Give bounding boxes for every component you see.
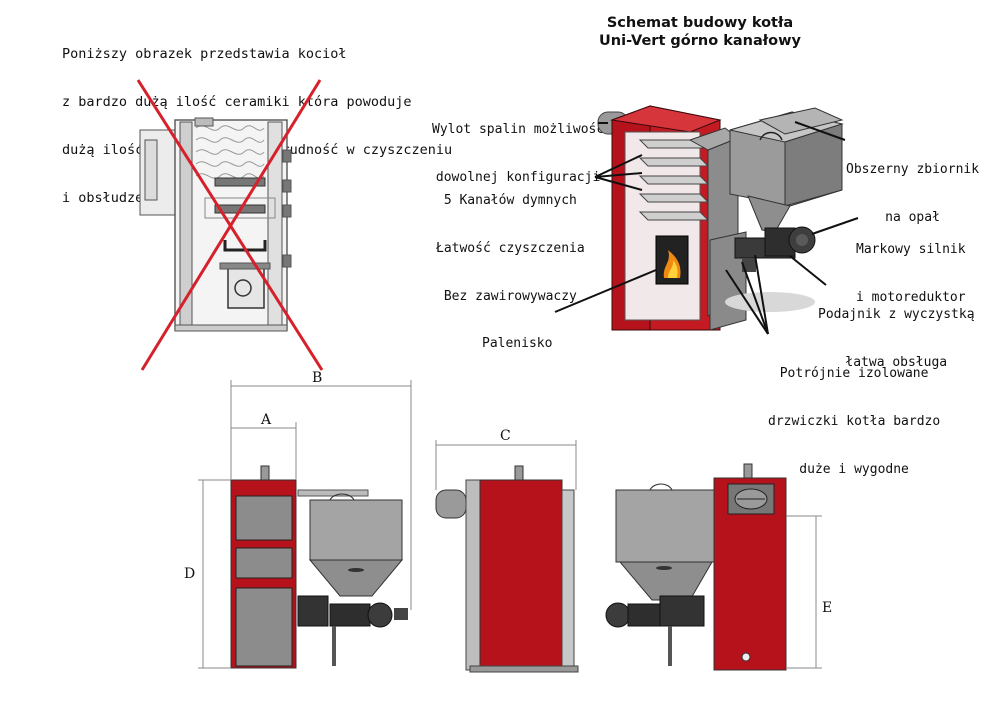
callout-feeder: Podajnik z wyczystką łatwa obsługa — [818, 275, 975, 387]
callout-line: Podajnik z wyczystką — [818, 307, 975, 322]
rear-fuel-tank — [615, 489, 715, 563]
side-exhaust — [435, 489, 467, 519]
callout-exhaust: Wylot spalin możliwość dowolnej konfigur… — [432, 90, 604, 202]
callout-line: Obszerny zbiornik — [846, 162, 980, 177]
intro-line: i obsłudze — [62, 190, 144, 206]
dimension-lines — [198, 380, 822, 669]
cutaway-boiler-3d — [597, 105, 844, 331]
diagram-title: Schemat budowy kotła Uni-Vert górno kana… — [560, 14, 840, 50]
callout-line: duże i wygodne — [799, 462, 909, 477]
callout-lines — [554, 121, 859, 335]
callout-line: na opał — [885, 210, 940, 225]
dimension-b-label: B — [312, 370, 323, 386]
old-boiler-drawing — [139, 117, 292, 332]
title-line-1: Schemat budowy kotła — [606, 15, 794, 31]
callout-motor: Markowy silnik i motoreduktor — [856, 210, 966, 322]
side-view — [435, 465, 579, 673]
dimension-c-label: C — [500, 428, 511, 444]
dimension-e-label: E — [822, 600, 833, 616]
callout-line: Potrójnie izolowane — [779, 366, 929, 381]
callout-firebox: Palenisko — [482, 304, 552, 368]
front-fuel-tank — [309, 499, 403, 561]
intro-line: Poniższy obrazek przedstawia kocioł — [62, 46, 347, 62]
callout-line: dowolnej konfiguracji — [435, 170, 601, 185]
front-view — [230, 465, 408, 669]
callout-channels: 5 Kanałów dymnych Łatwość czyszczenia Be… — [436, 161, 585, 321]
callout-line: Palenisko — [482, 336, 553, 351]
callout-line: 5 Kanałów dymnych — [443, 193, 577, 208]
side-boiler-body — [479, 479, 563, 671]
callout-line: i motoreduktor — [856, 290, 966, 305]
callout-line: Markowy silnik — [856, 242, 966, 257]
intro-line: z bardzo dużą ilość ceramiki która powod… — [62, 94, 412, 110]
cross-out-mark — [136, 79, 324, 371]
callout-line: Bez zawirowywaczy — [443, 289, 577, 304]
dimension-a-label: A — [261, 412, 272, 428]
callout-line: drzwiczki kotła bardzo — [768, 414, 941, 429]
title-line-2: Uni-Vert górno kanałowy — [599, 33, 801, 49]
callout-line: Łatwość czyszczenia — [436, 241, 585, 256]
callout-line: łatwa obsługa — [845, 355, 948, 370]
callout-tank: Obszerny zbiornik na opał — [846, 130, 979, 242]
rear-view — [605, 463, 787, 671]
callout-line: Wylot spalin możliwość — [432, 122, 605, 137]
callout-doors: Potrójnie izolowane drzwiczki kotła bard… — [768, 334, 940, 494]
dimension-d-label: D — [184, 566, 196, 582]
